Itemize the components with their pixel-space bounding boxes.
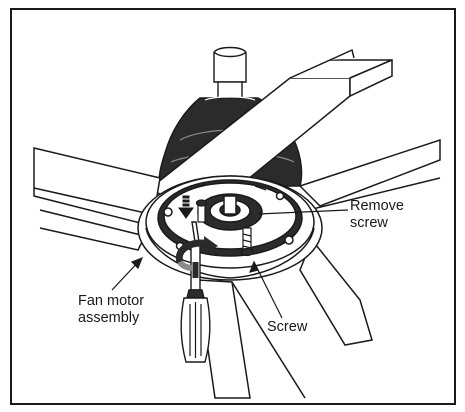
callout-screw: Screw <box>267 319 307 336</box>
blade-bottom <box>197 279 306 399</box>
screw-lower <box>240 227 254 257</box>
motor-bottom-plate <box>137 175 323 281</box>
leader-screw <box>253 261 283 319</box>
downrod <box>213 46 247 101</box>
callout-line: screw <box>350 215 388 231</box>
down-arrow-icon <box>178 195 194 219</box>
callout-remove-screw: Remove screw <box>350 198 404 232</box>
callout-fan-motor-assembly: Fan motor assembly <box>78 293 144 327</box>
blade-right <box>291 138 441 346</box>
callout-line: Screw <box>267 319 308 335</box>
screw-upper <box>195 199 208 223</box>
leader-remove-screw <box>257 209 349 215</box>
callout-line: assembly <box>78 310 140 326</box>
screwdriver-icon <box>180 221 211 363</box>
callout-line: Fan motor <box>78 293 145 309</box>
rotation-arrow-icon <box>175 236 218 271</box>
leader-lines <box>111 209 349 319</box>
callout-line: Remove <box>350 198 404 214</box>
blade-upper-right <box>146 48 393 211</box>
